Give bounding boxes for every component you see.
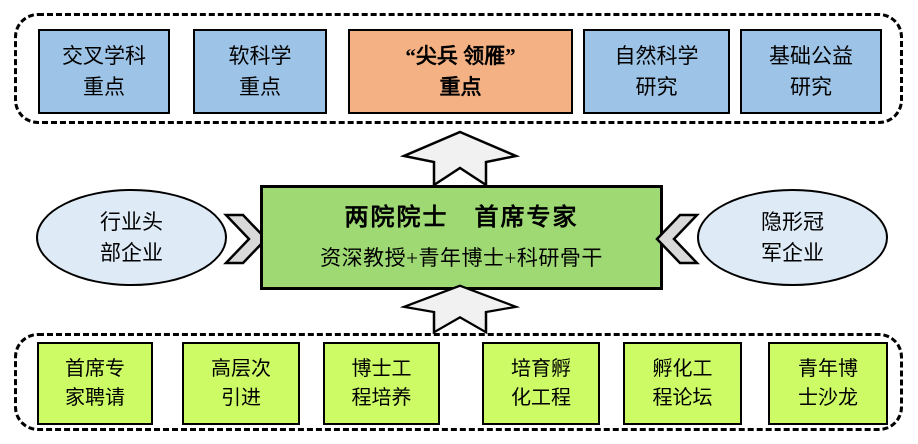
top-group-container xyxy=(14,13,903,124)
bottom-box-incubation-project-forum: 孵化工 程论坛 xyxy=(623,342,742,425)
center-box-subtitle: 资深教授+青年博士+科研骨干 xyxy=(320,246,603,271)
bottom-box-young-doctor-salon: 青年博 士沙龙 xyxy=(768,342,888,425)
ellipse-hidden-champion-enterprises: 隐形冠 军企业 xyxy=(697,189,888,286)
bottom-box-label: 博士工 程培养 xyxy=(351,357,412,409)
bottom-box-label: 首席专 家聘请 xyxy=(65,357,125,409)
ellipse-label: 隐形冠 军企业 xyxy=(761,210,824,265)
top-box-label: 基础公益 研究 xyxy=(769,44,853,99)
top-box-soft-science-key: 软科学 重点 xyxy=(193,29,327,114)
bottom-box-label: 培育孵 化工程 xyxy=(511,357,571,409)
bottom-box-chief-expert-recruitment: 首席专 家聘请 xyxy=(37,342,153,425)
up-arrow-top-icon xyxy=(399,130,521,188)
top-box-jianbing-lingyan-key: “尖兵 领雁” 重点 xyxy=(348,29,573,114)
up-arrow-bottom-icon xyxy=(399,284,521,335)
bottom-group-container xyxy=(14,333,903,431)
top-box-natural-science-research: 自然科学 研究 xyxy=(583,29,730,114)
bottom-box-label: 孵化工 程论坛 xyxy=(652,357,713,409)
top-box-label: 自然科学 研究 xyxy=(614,44,699,99)
chevron-left-icon xyxy=(655,213,700,265)
top-box-interdisciplinary-key: 交叉学科 重点 xyxy=(38,29,170,114)
center-box-title: 两院院士 首席专家 xyxy=(344,205,579,232)
bottom-box-label: 高层次 引进 xyxy=(211,357,271,409)
bottom-box-label: 青年博 士沙龙 xyxy=(798,357,858,409)
top-box-label: “尖兵 领雁” 重点 xyxy=(405,44,516,99)
top-box-label: 交叉学科 重点 xyxy=(62,44,146,99)
top-box-label: 软科学 重点 xyxy=(228,44,292,99)
center-expert-team-box: 两院院士 首席专家 资深教授+青年博士+科研骨干 xyxy=(260,185,663,290)
top-box-basic-public-welfare-research: 基础公益 研究 xyxy=(740,29,882,114)
bottom-box-cultivation-incubation-project: 培育孵 化工程 xyxy=(482,342,600,425)
bottom-box-doctor-program-training: 博士工 程培养 xyxy=(323,342,440,425)
ellipse-label: 行业头 部企业 xyxy=(100,210,163,265)
ellipse-industry-leading-enterprises: 行业头 部企业 xyxy=(36,189,227,286)
chevron-right-icon xyxy=(223,213,268,265)
bottom-box-high-level-introduction: 高层次 引进 xyxy=(182,342,300,425)
